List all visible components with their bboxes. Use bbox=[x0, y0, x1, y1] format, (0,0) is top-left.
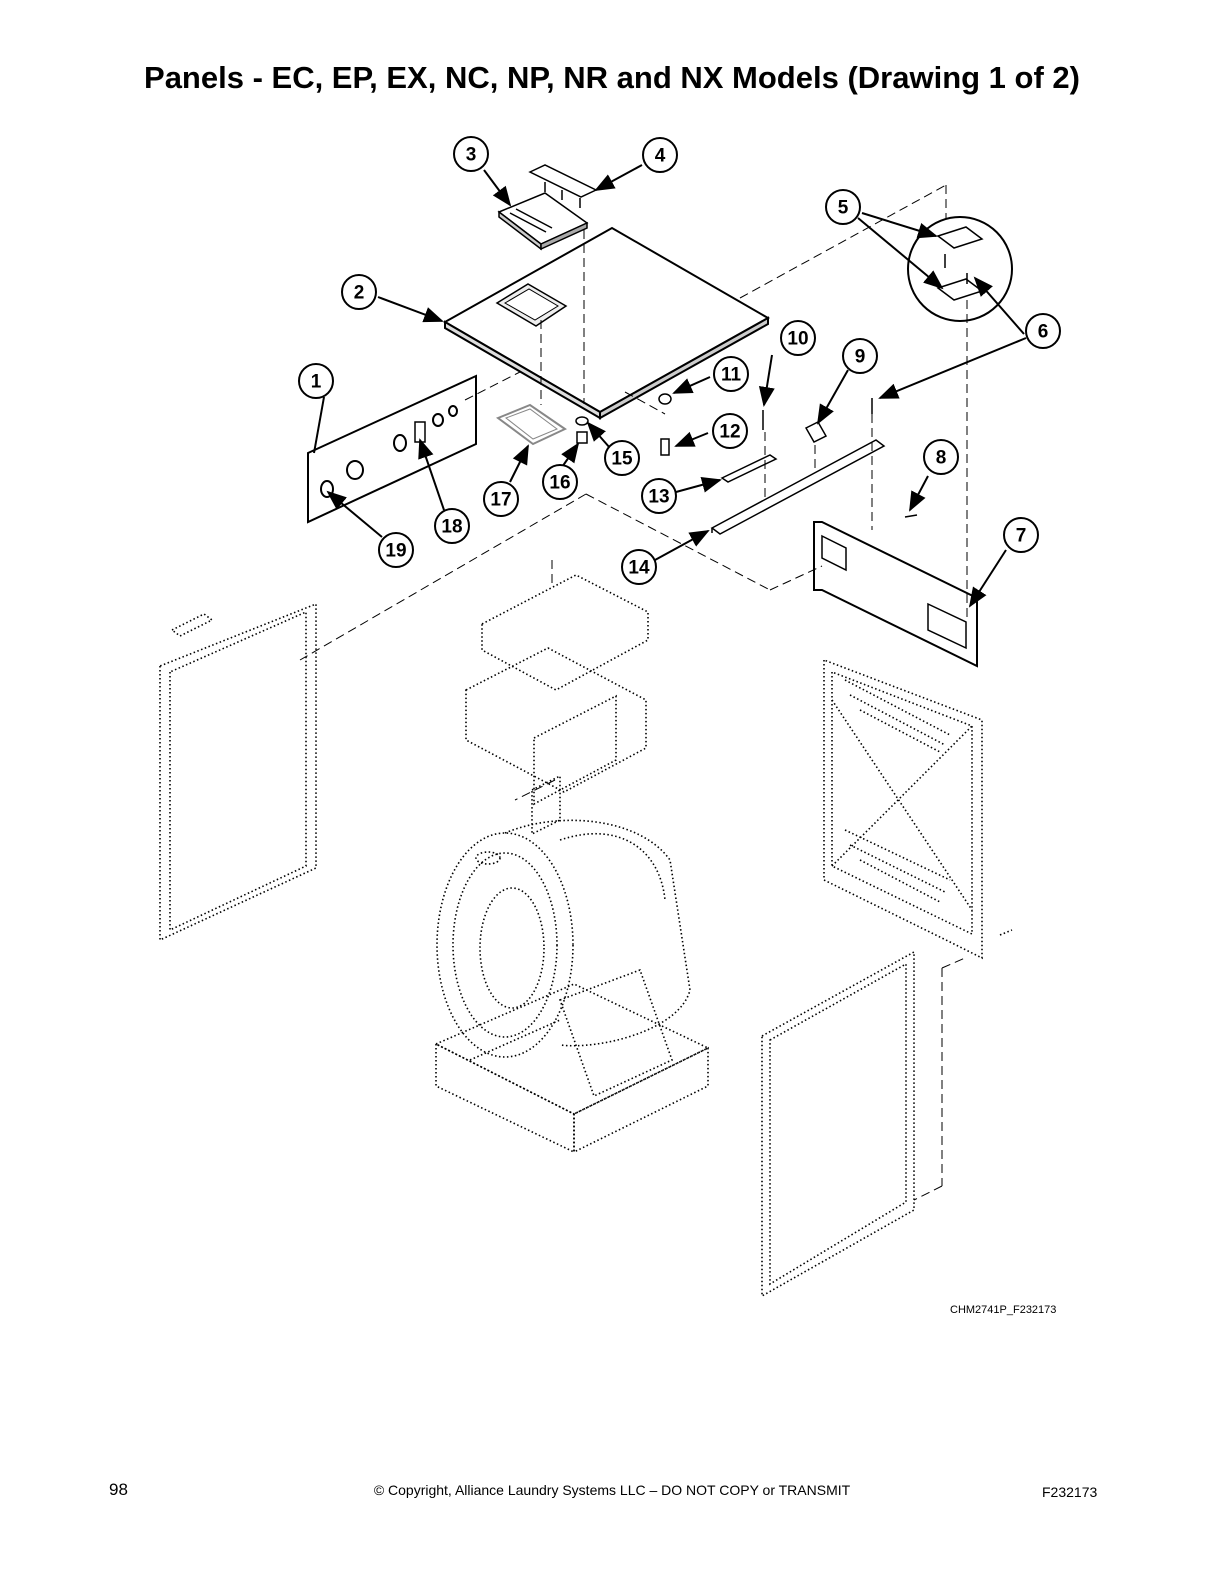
callout-11: 11 bbox=[721, 365, 742, 386]
callout-4: 4 bbox=[655, 146, 666, 167]
figure-id: CHM2741P_F232173 bbox=[950, 1304, 1057, 1316]
machine-body-reference bbox=[159, 574, 1013, 1298]
callout-1: 1 bbox=[311, 372, 322, 393]
mounting-rail bbox=[710, 439, 886, 535]
lid-plate bbox=[497, 192, 589, 251]
callout-3: 3 bbox=[466, 145, 477, 166]
callout-10: 10 bbox=[787, 329, 808, 350]
bracket-small bbox=[720, 454, 778, 483]
control-panel bbox=[307, 374, 477, 524]
callout-6: 6 bbox=[1038, 322, 1049, 343]
callout-bubbles bbox=[298, 136, 1061, 585]
callout-5: 5 bbox=[838, 198, 849, 219]
callout-numbers: 1 2 3 4 5 6 7 8 9 10 11 12 13 14 15 16 1… bbox=[311, 145, 1049, 579]
hinge-detail bbox=[907, 216, 1013, 322]
callout-7: 7 bbox=[1016, 526, 1027, 547]
callout-13: 13 bbox=[648, 487, 669, 508]
callout-16: 16 bbox=[549, 473, 570, 494]
callout-19: 19 bbox=[385, 541, 406, 562]
page-title: Panels - EC, EP, EX, NC, NP, NR and NX M… bbox=[144, 60, 1080, 95]
callout-14: 14 bbox=[628, 558, 650, 579]
callout-15: 15 bbox=[611, 449, 633, 470]
document-code: F232173 bbox=[1042, 1484, 1098, 1500]
page-number: 98 bbox=[109, 1480, 128, 1499]
small-hardware bbox=[575, 393, 918, 518]
copyright-notice: © Copyright, Alliance Laundry Systems LL… bbox=[373, 1482, 851, 1498]
gasket bbox=[495, 403, 568, 446]
callout-12: 12 bbox=[719, 422, 740, 443]
callout-18: 18 bbox=[441, 517, 462, 538]
top-panel bbox=[442, 226, 771, 420]
callout-17: 17 bbox=[490, 490, 511, 511]
callout-2: 2 bbox=[354, 283, 365, 304]
leader-lines bbox=[313, 164, 1027, 608]
callout-9: 9 bbox=[855, 347, 866, 368]
assembly-lines bbox=[299, 184, 968, 1201]
rear-panel bbox=[813, 521, 978, 668]
callout-8: 8 bbox=[936, 448, 947, 469]
